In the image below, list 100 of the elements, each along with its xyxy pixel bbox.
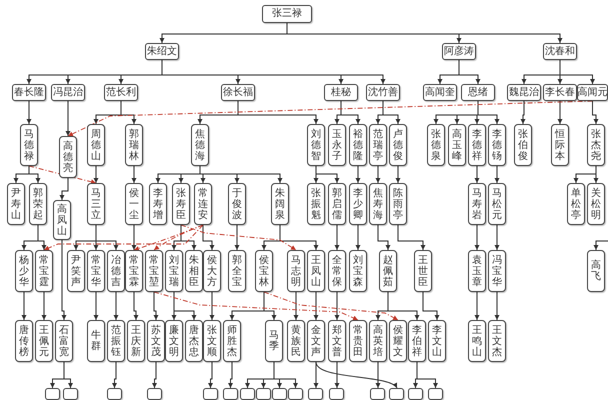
name-box <box>165 320 183 362</box>
connector-arrow <box>120 100 136 124</box>
person-name: 范长利 <box>106 88 136 98</box>
name-box <box>369 320 387 362</box>
empty-box <box>63 388 78 400</box>
name-box <box>468 320 486 362</box>
person-name: 唐杰忠 <box>189 324 199 358</box>
person-name: 王鸣山 <box>472 324 482 358</box>
name-box <box>104 84 138 101</box>
connector-arrow <box>314 362 318 388</box>
name-box <box>223 320 241 362</box>
connector-arrow <box>376 166 380 184</box>
person-name: 高德亮 <box>63 140 73 174</box>
name-box <box>468 124 486 166</box>
name-box <box>255 250 273 292</box>
connector-arrow <box>334 224 340 250</box>
name-box <box>379 250 397 292</box>
person-name: 焦德海 <box>195 128 205 162</box>
name-box <box>7 183 25 225</box>
person-name: 卢德俊 <box>393 128 403 162</box>
person-name: 唐传榜 <box>19 324 29 358</box>
connector-arrow <box>422 292 440 320</box>
name-box <box>145 43 179 60</box>
name-box <box>428 320 446 362</box>
connector-arrow <box>458 60 480 84</box>
name-box <box>145 250 163 292</box>
connector-arrow <box>396 166 400 184</box>
name-box <box>488 124 506 166</box>
connector-arrow <box>314 292 318 320</box>
person-name: 侯耀文 <box>393 324 403 358</box>
empty-box <box>408 388 423 400</box>
person-name: 张三禄 <box>272 9 302 19</box>
person-name: 朱相臣 <box>189 254 199 288</box>
empty-box <box>147 388 162 400</box>
person-name: 王凤山 <box>311 254 321 288</box>
name-box <box>15 320 33 362</box>
name-box <box>29 183 47 225</box>
name-box <box>328 124 346 166</box>
person-name: 袁玉章 <box>472 254 482 288</box>
person-name: 张寿臣 <box>176 188 186 220</box>
person-name: 徐长福 <box>223 88 253 98</box>
person-name: 常宝堃 <box>149 254 159 288</box>
person-name: 冯昆治 <box>53 88 83 98</box>
empty-box <box>308 388 323 400</box>
name-box <box>369 183 387 225</box>
person-name: 于俊波 <box>232 188 242 220</box>
name-box <box>228 183 246 225</box>
person-name: 陈雨亭 <box>393 188 403 220</box>
name-box <box>87 124 105 166</box>
person-name: 高闻奎 <box>425 88 455 98</box>
connector-arrow <box>592 100 598 124</box>
name-box <box>328 250 346 292</box>
connector-arrow <box>22 292 26 320</box>
name-box <box>262 5 312 23</box>
dashed-arrow <box>180 224 296 250</box>
connector-arrow <box>416 362 438 388</box>
person-name: 王文杰 <box>492 324 502 358</box>
name-box <box>369 124 387 166</box>
person-name: 郭荣起 <box>33 188 43 220</box>
connector-arrow <box>174 292 196 320</box>
name-box <box>287 250 305 292</box>
person-name: 张德泉 <box>431 128 441 162</box>
person-name: 恩绪 <box>468 88 488 98</box>
empty-box <box>428 388 443 400</box>
person-name: 朱阔泉 <box>275 188 285 220</box>
connector-arrow <box>114 292 118 320</box>
person-name: 杨少华 <box>19 254 29 288</box>
name-box <box>55 320 73 362</box>
person-name: 高凤山 <box>57 204 67 236</box>
connector-arrow <box>64 362 73 388</box>
name-box <box>349 250 367 292</box>
person-name: 高玉峰 <box>452 128 462 162</box>
connector-arrow <box>382 100 400 124</box>
name-box <box>307 124 325 166</box>
name-box <box>461 84 495 101</box>
empty-box <box>223 388 238 400</box>
name-box <box>87 183 105 225</box>
connector-arrow <box>334 292 340 320</box>
person-name: 常宝华 <box>91 254 101 288</box>
connector-arrow <box>38 224 46 250</box>
connector-arrow <box>42 292 46 320</box>
connector-arrow <box>398 224 426 250</box>
name-box <box>20 124 38 166</box>
name-box <box>67 250 85 292</box>
person-name: 王世臣 <box>418 254 428 288</box>
person-name: 全常保 <box>332 254 342 288</box>
connector-arrow <box>494 224 500 250</box>
name-box <box>414 250 432 292</box>
connector-arrow <box>208 362 213 388</box>
person-name: 尹寿山 <box>11 188 21 220</box>
dashed-arrow <box>44 224 204 250</box>
connector-arrow <box>200 166 282 184</box>
person-name: 李伯祥 <box>412 324 422 358</box>
person-name: 侯大方 <box>207 254 217 288</box>
connector-arrow <box>376 362 380 388</box>
name-box <box>577 84 608 101</box>
name-box <box>587 183 605 225</box>
empty-box <box>203 388 218 400</box>
name-box <box>349 124 367 166</box>
name-box <box>165 250 183 292</box>
